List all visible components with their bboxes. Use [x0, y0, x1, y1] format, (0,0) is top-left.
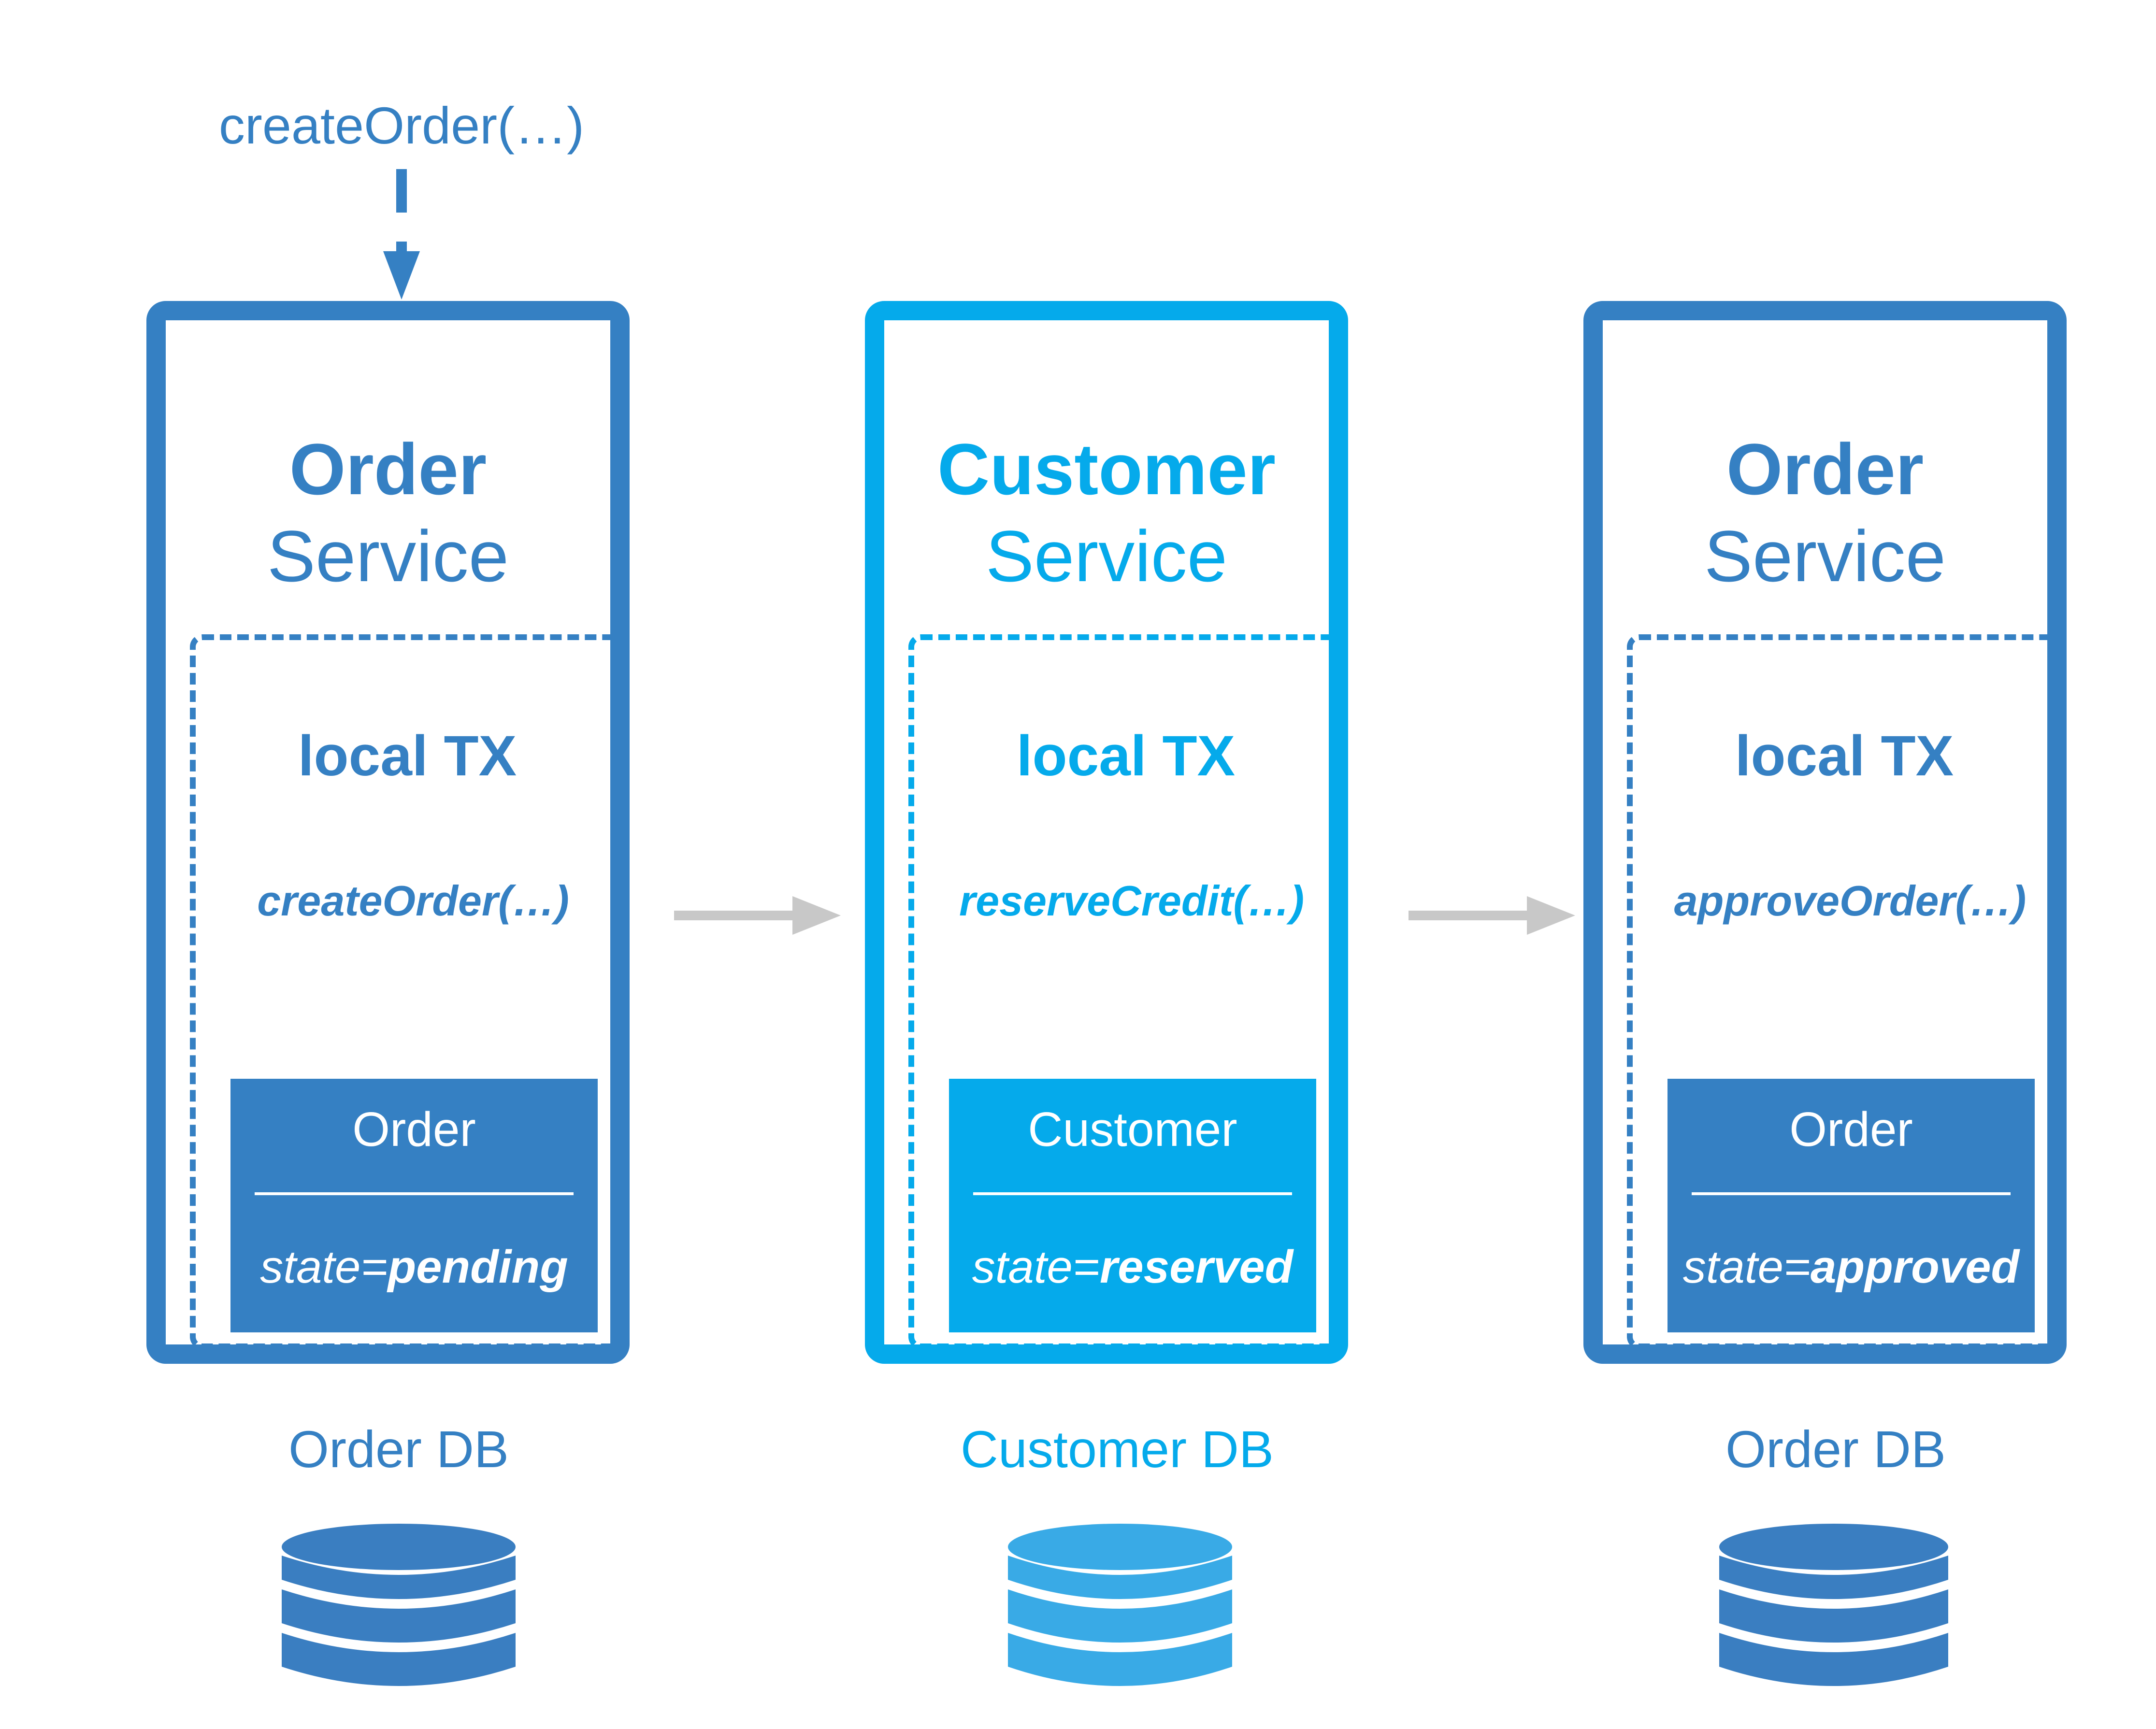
order-db-label-approve: Order DB: [1725, 1420, 1946, 1478]
entity-name: Customer: [1028, 1102, 1237, 1157]
state-value: pending: [388, 1241, 568, 1293]
local-tx-box: local TX approveOrder(…) Order state=app…: [1627, 634, 2062, 1349]
order-service-box-approve: Order Service local TX approveOrder(…) O…: [1583, 301, 2067, 1364]
local-tx-title: local TX: [1735, 724, 1954, 788]
local-tx-title: local TX: [1016, 724, 1236, 788]
service-title: Customer: [937, 429, 1276, 510]
entity-divider: [255, 1192, 574, 1195]
state-prefix: state=: [972, 1241, 1100, 1293]
entry-arrow: [383, 169, 420, 300]
state-value: reserved: [1099, 1241, 1294, 1293]
entity-divider: [1692, 1192, 2011, 1195]
entry-call-label: createOrder(…): [218, 96, 585, 155]
entity-state: state=pending: [221, 1238, 607, 1296]
database-icon: [1008, 1524, 1232, 1686]
customer-entity: Customer state=reserved: [949, 1079, 1316, 1332]
state-prefix: state=: [260, 1241, 388, 1293]
entity-divider: [973, 1192, 1292, 1195]
state-prefix: state=: [1682, 1241, 1811, 1293]
service-title: Order: [289, 429, 487, 510]
service-title: Order: [1726, 429, 1924, 510]
order-service-box: Order Service local TX createOrder(…) Or…: [146, 301, 630, 1364]
customer-db-label: Customer DB: [960, 1420, 1274, 1478]
order-entity: Order state=approved: [1667, 1079, 2035, 1332]
customer-service-box: Customer Service local TX reserveCredit(…: [865, 301, 1348, 1364]
tx-operation: approveOrder(…): [1674, 877, 2027, 925]
tx-operation: createOrder(…): [257, 877, 569, 925]
service-subtitle: Service: [985, 515, 1228, 597]
entity-state: state=reserved: [939, 1238, 1326, 1296]
order-db-label: Order DB: [288, 1420, 509, 1478]
order-entity: Order state=pending: [230, 1079, 598, 1332]
local-tx-box: local TX reserveCredit(…) Customer state…: [908, 634, 1343, 1349]
local-tx-title: local TX: [298, 724, 517, 788]
service-subtitle: Service: [1704, 515, 1946, 597]
entity-name: Order: [1789, 1102, 1913, 1157]
tx-operation: reserveCredit(…): [959, 877, 1305, 925]
local-tx-box: local TX createOrder(…) Order state=pend…: [190, 634, 625, 1349]
database-icon: [1719, 1524, 1948, 1686]
state-value: approved: [1811, 1241, 2020, 1293]
entity-name: Order: [352, 1102, 476, 1157]
service-subtitle: Service: [267, 515, 509, 597]
database-icon: [282, 1524, 516, 1686]
entity-state: state=approved: [1658, 1238, 2044, 1296]
